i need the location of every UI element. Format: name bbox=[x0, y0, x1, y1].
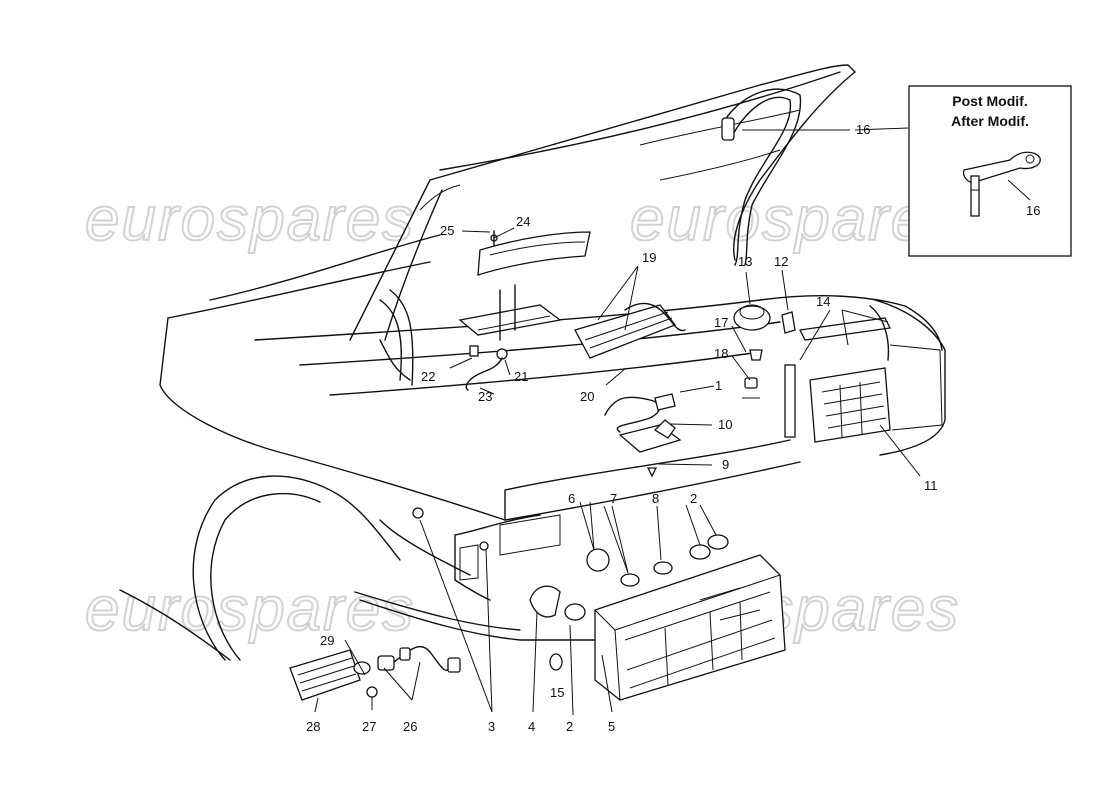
right-tail-light bbox=[784, 305, 943, 443]
leader-lines bbox=[314, 127, 921, 716]
callout-7: 7 bbox=[610, 491, 617, 506]
bulb-2-side bbox=[564, 603, 586, 621]
small-fasteners bbox=[465, 230, 508, 391]
screw-9 bbox=[646, 467, 658, 478]
callout-16: 16 bbox=[856, 122, 870, 137]
trunk-hardware bbox=[733, 304, 796, 399]
bulb-2-upper bbox=[689, 544, 711, 560]
callout-11: 11 bbox=[924, 478, 938, 493]
wire-23 bbox=[465, 357, 503, 391]
fastener-3 bbox=[412, 507, 424, 519]
gasket-15 bbox=[549, 653, 563, 671]
cap-13 bbox=[733, 305, 771, 331]
car-body bbox=[119, 234, 946, 661]
callout-1: 1 bbox=[715, 378, 722, 393]
fastener-3b bbox=[479, 541, 489, 551]
socket-4 bbox=[529, 585, 561, 618]
wire-harness-16 bbox=[721, 88, 802, 266]
tail-light-11 bbox=[809, 367, 891, 443]
bulb-8 bbox=[653, 561, 673, 575]
callout-8: 8 bbox=[652, 491, 659, 506]
callout-19: 19 bbox=[642, 250, 656, 265]
callout-5: 5 bbox=[608, 719, 615, 734]
bracket-14 bbox=[784, 364, 796, 438]
side-marker-assembly bbox=[289, 646, 461, 701]
callout-2-upper: 2 bbox=[690, 491, 697, 506]
callout-18: 18 bbox=[714, 346, 728, 361]
callout-17: 17 bbox=[714, 315, 728, 330]
grommet-18 bbox=[744, 377, 758, 389]
clip-17 bbox=[749, 349, 763, 361]
callout-13: 13 bbox=[738, 254, 752, 269]
callout-22: 22 bbox=[421, 369, 435, 384]
left-lamp-parts bbox=[412, 507, 586, 671]
inset-callout-16: 16 bbox=[1026, 203, 1040, 218]
callout-6: 6 bbox=[568, 491, 575, 506]
callout-25: 25 bbox=[440, 223, 454, 238]
bulb-29 bbox=[353, 661, 371, 675]
callout-21: 21 bbox=[514, 369, 528, 384]
callout-27: 27 bbox=[362, 719, 376, 734]
bulb-holder-1 bbox=[654, 393, 676, 411]
inset-switch-icon bbox=[962, 151, 1041, 217]
watermark-top-left: eurospares bbox=[85, 185, 415, 254]
callout-23: 23 bbox=[478, 389, 492, 404]
callout-10: 10 bbox=[718, 417, 732, 432]
callout-3: 3 bbox=[488, 719, 495, 734]
socket-26 bbox=[377, 655, 395, 671]
bulb-22 bbox=[469, 345, 479, 357]
callout-9: 9 bbox=[722, 457, 729, 472]
callout-15: 15 bbox=[550, 685, 564, 700]
callout-24: 24 bbox=[516, 214, 530, 229]
watermark-top-right: eurospares bbox=[630, 185, 960, 254]
screw-27 bbox=[366, 686, 378, 698]
callout-14: 14 bbox=[816, 294, 830, 309]
bulb-12 bbox=[781, 311, 796, 334]
watermark-bottom-left: eurospares bbox=[85, 575, 415, 644]
trunk-lid bbox=[349, 64, 856, 386]
callout-labels: 1 2 2 3 4 5 6 7 8 9 10 11 12 13 14 15 16… bbox=[306, 122, 938, 734]
callout-4: 4 bbox=[528, 719, 535, 734]
inset-post-modification: Post Modif. After Modif. 16 bbox=[908, 85, 1072, 257]
callout-2-lower: 2 bbox=[566, 719, 573, 734]
switch-16 bbox=[721, 117, 735, 141]
callout-20: 20 bbox=[580, 389, 594, 404]
left-tail-light-5 bbox=[594, 554, 786, 701]
callout-12: 12 bbox=[774, 254, 788, 269]
callout-29: 29 bbox=[320, 633, 334, 648]
callout-26: 26 bbox=[403, 719, 417, 734]
socket-6 bbox=[586, 548, 610, 572]
bulbs-row bbox=[586, 534, 729, 587]
inset-title-line1: Post Modif. bbox=[952, 93, 1027, 109]
brake-light-assembly bbox=[458, 231, 686, 359]
bulb-7 bbox=[620, 573, 640, 587]
bulb-2-lower bbox=[707, 534, 729, 550]
callout-28: 28 bbox=[306, 719, 320, 734]
inset-title-line2: After Modif. bbox=[951, 113, 1029, 129]
